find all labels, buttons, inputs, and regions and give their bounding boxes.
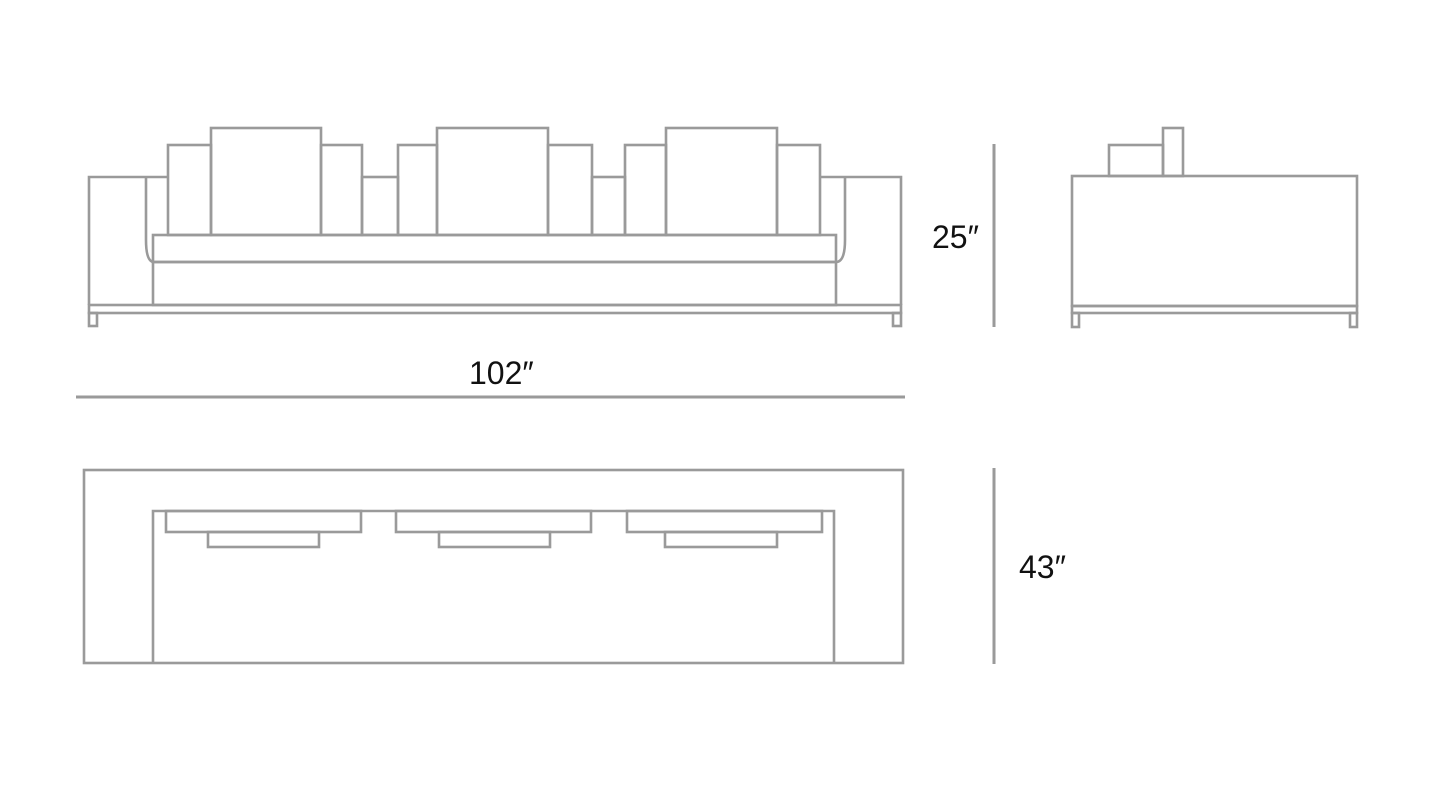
side-back-cushion-low [1107, 143, 1165, 178]
top-back-cushion-3 [625, 509, 824, 534]
top-pillow-2 [437, 530, 552, 549]
height-label: 25″ [932, 219, 979, 255]
front-arm-curve-right [835, 177, 847, 264]
front-arm-right [820, 175, 903, 305]
top-outline [82, 468, 905, 665]
front-arm-left [87, 175, 167, 305]
front-back-cushion-mid-2 [319, 143, 364, 237]
depth-label: 43″ [1019, 549, 1066, 585]
side-body [1070, 174, 1359, 308]
top-pillow-3 [663, 530, 779, 549]
top-seat-outline [151, 509, 836, 663]
width-label: 102″ [469, 355, 534, 391]
front-seat-cushion [151, 233, 838, 264]
top-back-cushion-1 [164, 509, 363, 534]
front-back-cushion-low-1 [360, 175, 400, 237]
side-back-cushion-tall [1161, 126, 1185, 178]
front-back-cushion-mid-3 [396, 143, 439, 237]
side-leg-right [1348, 311, 1359, 329]
top-pillow-1 [206, 530, 321, 549]
top-view [82, 468, 905, 665]
front-leg-left [87, 311, 99, 328]
front-back-cushion-mid-4 [546, 143, 594, 237]
front-seat-base [151, 260, 838, 307]
front-leg-right [891, 311, 903, 328]
front-back-cushion-mid-6 [775, 143, 822, 237]
front-view [87, 126, 903, 328]
front-back-cushion-mid-1 [166, 143, 213, 237]
front-back-cushion-tall-2 [435, 126, 550, 237]
front-back-cushion-tall-3 [664, 126, 779, 237]
side-base-plinth [1070, 304, 1359, 315]
side-leg-left [1070, 311, 1081, 329]
front-back-cushion-mid-5 [623, 143, 668, 237]
front-back-cushion-low-2 [590, 175, 627, 237]
front-back-cushion-tall-1 [209, 126, 323, 237]
side-view [1070, 126, 1359, 329]
top-back-cushion-2 [394, 509, 593, 534]
